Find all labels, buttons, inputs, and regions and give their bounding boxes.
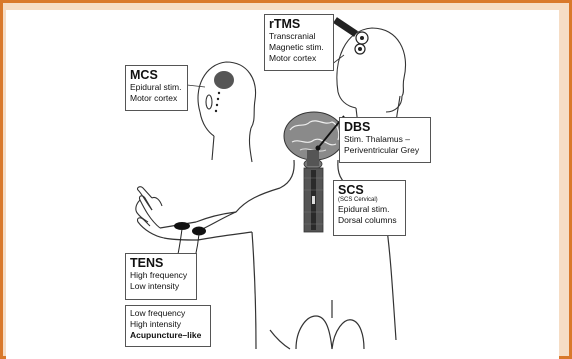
dbs-title: DBS [344,120,426,134]
rtms-line-3: Motor cortex [269,53,329,64]
scs-title: SCS [338,183,401,197]
mcs-line-2: Motor cortex [130,93,183,104]
brain-section [284,112,344,169]
scs-subtitle: (SCS Cervical) [338,197,401,204]
dbs-label-box: DBS Stim. Thalamus – Periventricular Gre… [339,117,431,163]
acupuncture-line-1: Low frequency [130,308,206,319]
acupuncture-line-2: High intensity [130,319,206,330]
rtms-line-2: Magnetic stim. [269,42,329,53]
dbs-line-2: Periventricular Grey [344,145,426,156]
hand [136,187,164,238]
tens-title: TENS [130,256,192,270]
dbs-line-1: Stim. Thalamus – [344,134,426,145]
mcs-implant [214,71,234,112]
tens-line-2: Low intensity [130,281,192,292]
mcs-line-1: Epidural stim. [130,82,183,93]
scs-label-box: SCS (SCS Cervical) Epidural stim. Dorsal… [333,180,406,236]
acupuncture-label-box: Low frequency High intensity Acupuncture… [125,305,211,347]
acupuncture-bold: Acupuncture–like [130,330,206,341]
rtms-title: rTMS [269,17,329,31]
scs-line-1: Epidural stim. [338,204,401,215]
tens-label-box: TENS High frequency Low intensity [125,253,197,300]
spinal-cord [304,168,323,232]
tens-line-1: High frequency [130,270,192,281]
rtms-line-1: Transcranial [269,31,329,42]
scs-line-2: Dorsal columns [338,215,401,226]
mcs-title: MCS [130,68,183,82]
rtms-label-box: rTMS Transcranial Magnetic stim. Motor c… [264,14,334,71]
rtms-head [337,28,406,125]
mcs-label-box: MCS Epidural stim. Motor cortex [125,65,188,111]
